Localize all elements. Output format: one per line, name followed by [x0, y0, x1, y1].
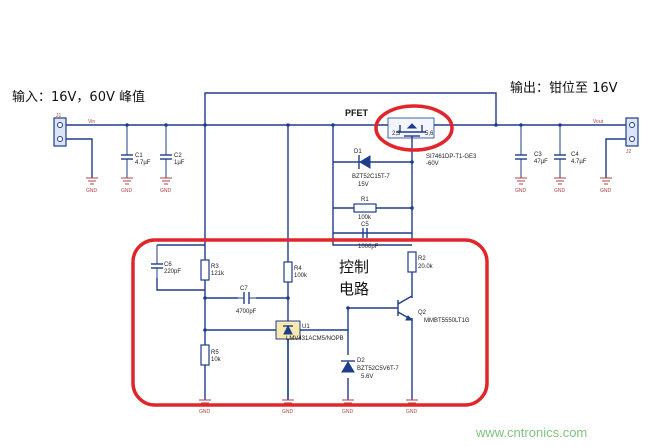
svg-text:GND: GND [515, 188, 527, 194]
svg-text:C2: C2 [174, 153, 182, 159]
svg-text:R5: R5 [211, 350, 219, 356]
resistor-r2: R2 20.0k [407, 251, 434, 273]
svg-text:BZT52C15T-7: BZT52C15T-7 [352, 174, 390, 180]
svg-text:R3: R3 [211, 264, 219, 270]
svg-text:R2: R2 [418, 256, 426, 262]
svg-text:-60V: -60V [426, 161, 439, 167]
svg-text:1µF: 1µF [174, 160, 185, 166]
svg-text:GND: GND [342, 409, 354, 415]
zener-d2: D2 BZT52C5V6T-7 5.6V [341, 358, 399, 380]
svg-text:100k: 100k [294, 273, 308, 279]
svg-text:GND: GND [199, 409, 211, 415]
svg-text:MMBT5550LT1G: MMBT5550LT1G [424, 318, 470, 324]
capacitor-c7: C7 4700pF [236, 286, 257, 315]
svg-text:J2: J2 [626, 149, 632, 155]
capacitor-c5: C5 1000pF [358, 222, 379, 250]
svg-text:5,6: 5,6 [425, 131, 434, 137]
svg-text:4.7µF: 4.7µF [571, 159, 587, 165]
svg-text:47µF: 47µF [534, 159, 548, 165]
watermark: www.cntronics.com [475, 425, 587, 440]
svg-text:C5: C5 [361, 222, 369, 228]
pfet-q1: 2,3 5,6 SI7461DP-T1-GE3 -60V [387, 117, 477, 167]
capacitor-c6: C6 220pF [151, 245, 181, 278]
svg-text:Vout: Vout [593, 119, 604, 125]
transistor-q2: Q2 MMBT5550LT1G [397, 295, 470, 324]
resistor-r4: R4 100k [283, 261, 308, 283]
svg-text:Q2: Q2 [418, 310, 427, 316]
svg-text:15V: 15V [358, 182, 369, 188]
svg-text:GND: GND [600, 188, 612, 194]
svg-text:10k: 10k [211, 357, 222, 363]
svg-text:C1: C1 [135, 153, 143, 159]
control-label-line2: 电路 [339, 280, 369, 298]
output-heading: 输出：钳位至 16V [510, 80, 618, 96]
resistor-r1: R1 100k [353, 197, 377, 221]
svg-text:BZT52C5V6T-7: BZT52C5V6T-7 [357, 366, 399, 372]
resistor-r5: R5 10k [200, 344, 222, 366]
svg-text:4700pF: 4700pF [236, 309, 257, 315]
svg-text:D1: D1 [354, 149, 362, 155]
control-label-line1: 控制 [339, 258, 369, 276]
capacitor-c1: C1 4.7µF [121, 125, 151, 178]
zener-d1: D1 BZT52C15T-7 15V [352, 149, 390, 188]
svg-text:SI7461DP-T1-GE3: SI7461DP-T1-GE3 [426, 154, 477, 160]
svg-text:D2: D2 [357, 358, 365, 364]
svg-text:GND: GND [282, 409, 294, 415]
shunt-regulator-u1: U1 LMV431ACM5/NOPB [275, 320, 344, 342]
capacitor-c4: C4 4.7µF [554, 125, 587, 178]
main-wires: Vin Vout [66, 92, 626, 400]
svg-text:R4: R4 [294, 266, 302, 272]
svg-text:GND: GND [554, 188, 566, 194]
svg-text:GND: GND [86, 188, 98, 194]
svg-text:LMV431ACM5/NOPB: LMV431ACM5/NOPB [286, 336, 344, 342]
svg-text:C6: C6 [164, 262, 172, 268]
pfet-highlight-ring [374, 104, 454, 152]
capacitor-c3: C3 47µF [515, 125, 548, 178]
svg-text:220pF: 220pF [164, 269, 181, 275]
svg-text:GND: GND [121, 188, 133, 194]
svg-text:4.7µF: 4.7µF [135, 160, 151, 166]
svg-text:20.0k: 20.0k [418, 264, 434, 270]
svg-text:GND: GND [406, 409, 418, 415]
svg-text:100k: 100k [358, 215, 372, 221]
svg-text:Vin: Vin [88, 119, 95, 125]
svg-text:C3: C3 [534, 152, 542, 158]
junction-dots [125, 123, 562, 332]
ground-symbols: GND GND GND GND GND GND GND GND GND GND [86, 177, 612, 415]
svg-text:U1: U1 [302, 324, 310, 330]
pfet-label: PFET [345, 108, 369, 118]
svg-text:C4: C4 [571, 152, 579, 158]
input-heading: 输入：16V，60V 峰值 [12, 89, 145, 105]
control-circuit-highlight [131, 238, 489, 407]
svg-text:GND: GND [160, 188, 172, 194]
resistor-r3: R3 121k [200, 259, 225, 281]
svg-text:J1: J1 [56, 113, 62, 119]
connector-j1: J1 [53, 113, 67, 147]
svg-text:1000pF: 1000pF [358, 244, 379, 250]
capacitor-c2: C2 1µF [160, 125, 185, 178]
svg-text:2,3: 2,3 [392, 131, 401, 137]
connector-j2: J2 [625, 117, 639, 155]
svg-text:C7: C7 [240, 286, 248, 292]
svg-text:R1: R1 [361, 197, 369, 203]
svg-text:121k: 121k [211, 271, 225, 277]
svg-text:5.6V: 5.6V [361, 374, 373, 380]
